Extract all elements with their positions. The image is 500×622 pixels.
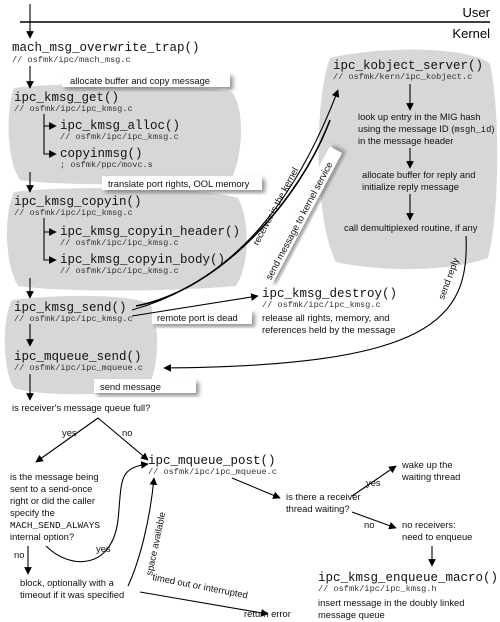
path-mqueue-post: // osfmk/ipc/ipc_mqueue.c: [148, 467, 277, 477]
note-block-line2: timeout if it was specified: [20, 589, 124, 600]
question-receiver-waiting-line2: thread waiting?: [286, 503, 350, 514]
note-release-line1: release all rights, memory, and: [262, 312, 389, 323]
kernel-label: Kernel: [452, 26, 490, 41]
arrow-send-to-destroy: [131, 293, 259, 317]
fn-ipc-kmsg-alloc: ipc_kmsg_alloc(): [60, 119, 180, 133]
svg-text:translate port rights, OOL mem: translate port rights, OOL memory: [108, 178, 250, 189]
path-copyin-body: // osfmk/ipc/ipc_kmsg.c: [60, 266, 179, 276]
path-kmsg-copyin: // osfmk/ipc/ipc_kmsg.c: [14, 208, 133, 218]
kmsg-send-group: [4, 295, 158, 395]
note-wake-up-line1: wake up the: [401, 459, 453, 470]
path-copyinmsg: ; osfmk/ppc/movc.s: [60, 160, 153, 170]
arrow-block-timed-out: [139, 591, 269, 617]
fn-ipc-kmsg-copyin-body: ipc_kmsg_copyin_body(): [60, 253, 225, 267]
branch-receiver-no: [351, 511, 397, 530]
note-return-error: return error: [244, 608, 291, 619]
question-send-once-line1: is the message being: [10, 471, 99, 482]
note-allocate-reply-line1: allocate buffer for reply and: [362, 169, 475, 180]
note-allocate-reply-line2: initialize reply message: [362, 181, 459, 192]
note-call-demux: call demultiplexed routine, if any: [344, 222, 478, 233]
note-block-line1: block, optionally with a: [20, 577, 115, 588]
question-receiver-waiting-line1: is there a receiver: [286, 491, 361, 502]
label-yes-queue-full: yes: [62, 427, 77, 438]
fn-ipc-kmsg-get: ipc_kmsg_get(): [14, 91, 119, 105]
path-mqueue-send: // osfmk/ipc/ipc_mqueue.c: [14, 363, 143, 373]
callout-allocate-buffer: allocate buffer and copy message: [62, 73, 230, 87]
fn-ipc-kmsg-send: ipc_kmsg_send(): [14, 301, 127, 315]
path-kmsg-destroy: // osfmk/ipc/ipc_kmsg.c: [262, 300, 381, 310]
note-insert-line2: message queue: [318, 609, 385, 620]
label-yes-send-once: yes: [96, 543, 111, 554]
question-send-once-line6: internal option?: [10, 531, 74, 542]
label-no-send-once: no: [14, 549, 24, 560]
kobject-server-group: [318, 49, 498, 270]
note-lookup-line2: using the message ID (msgh_id): [358, 123, 494, 135]
arrow-alloc-to-copyinmsg: [43, 126, 57, 158]
path-copyin-header: // osfmk/ipc/ipc_kmsg.c: [60, 238, 179, 248]
fn-ipc-kmsg-destroy: ipc_kmsg_destroy(): [262, 287, 397, 301]
note-insert-line1: insert message in the doubly linked: [318, 597, 464, 608]
branch-queue-full-yes: [35, 417, 99, 463]
question-send-once-line3: right or did the caller: [10, 495, 95, 506]
callout-send-message: send message: [94, 379, 196, 393]
callout-remote-dead: remote port is dead: [152, 310, 252, 324]
fn-ipc-kmsg-enqueue-macro: ipc_kmsg_enqueue_macro(): [318, 571, 498, 585]
label-no-receiver: no: [364, 519, 374, 530]
fn-ipc-mqueue-post: ipc_mqueue_post(): [148, 454, 276, 468]
fn-ipc-kmsg-copyin-header: ipc_kmsg_copyin_header(): [60, 225, 240, 239]
svg-text:remote port is dead: remote port is dead: [157, 312, 238, 323]
path-mach-msg: // osfmk/ipc/mach_msg.c: [12, 55, 131, 65]
fn-ipc-mqueue-send: ipc_mqueue_send(): [14, 350, 142, 364]
arrow-block-space-available: [127, 477, 158, 587]
path-kmsg-get: // osfmk/ipc/ipc_kmsg.c: [14, 104, 133, 114]
question-send-once-line5: MACH_SEND_ALWAYS: [10, 520, 100, 531]
callout-translate: translate port rights, OOL memory: [102, 176, 262, 190]
svg-text:allocate buffer and copy messa: allocate buffer and copy message: [70, 75, 210, 86]
arrow-send-reply: [163, 235, 467, 372]
arrow-send-to-kernel-thick: [135, 119, 331, 307]
note-no-receivers-line1: no receivers:: [402, 519, 456, 530]
question-send-once-line2: sent to a send-once: [10, 483, 92, 494]
path-kmsg-alloc: // osfmk/ipc/ipc_kmsg.c: [60, 132, 179, 142]
path-kmsg-enqueue: // osfmk/ipc/ipc_kmsg.h: [318, 584, 437, 594]
note-wake-up-line2: waiting thread: [401, 471, 460, 482]
note-lookup-line3: in the message header: [358, 135, 453, 146]
label-space-available: space available: [143, 511, 167, 577]
note-release-line2: references held by the message: [262, 324, 395, 335]
label-yes-receiver: yes: [366, 477, 381, 488]
path-kobject-server: // osfmk/kern/ipc_kobject.c: [333, 72, 472, 82]
note-no-receivers-line2: need to enqueue: [402, 531, 472, 542]
branch-send-once-yes: [45, 461, 149, 563]
fn-mach-msg-overwrite-trap: mach_msg_overwrite_trap(): [12, 41, 200, 55]
fn-ipc-kmsg-copyin: ipc_kmsg_copyin(): [14, 195, 142, 209]
question-send-once-line4: specify the: [10, 507, 55, 518]
branch-queue-full-no: [97, 417, 149, 461]
label-no-queue-full: no: [122, 427, 132, 438]
kmsg-get-group: [8, 83, 241, 185]
question-queue-full: is receiver's message queue full?: [12, 402, 150, 413]
branch-receiver-yes: [351, 465, 397, 497]
note-lookup-line1: look up entry in the MIG hash: [358, 111, 480, 122]
fn-copyinmsg: copyinmsg(): [60, 147, 143, 161]
kmsg-copyin-group: [6, 188, 247, 291]
svg-text:send message: send message: [100, 381, 161, 392]
user-label: User: [463, 5, 491, 20]
fn-ipc-kobject-server: ipc_kobject_server(): [333, 59, 483, 73]
path-kmsg-send: // osfmk/ipc/ipc_kmsg.c: [14, 314, 133, 324]
arrow-header-to-body: [43, 232, 57, 264]
arrow-post-to-receiver-question: [231, 477, 281, 499]
